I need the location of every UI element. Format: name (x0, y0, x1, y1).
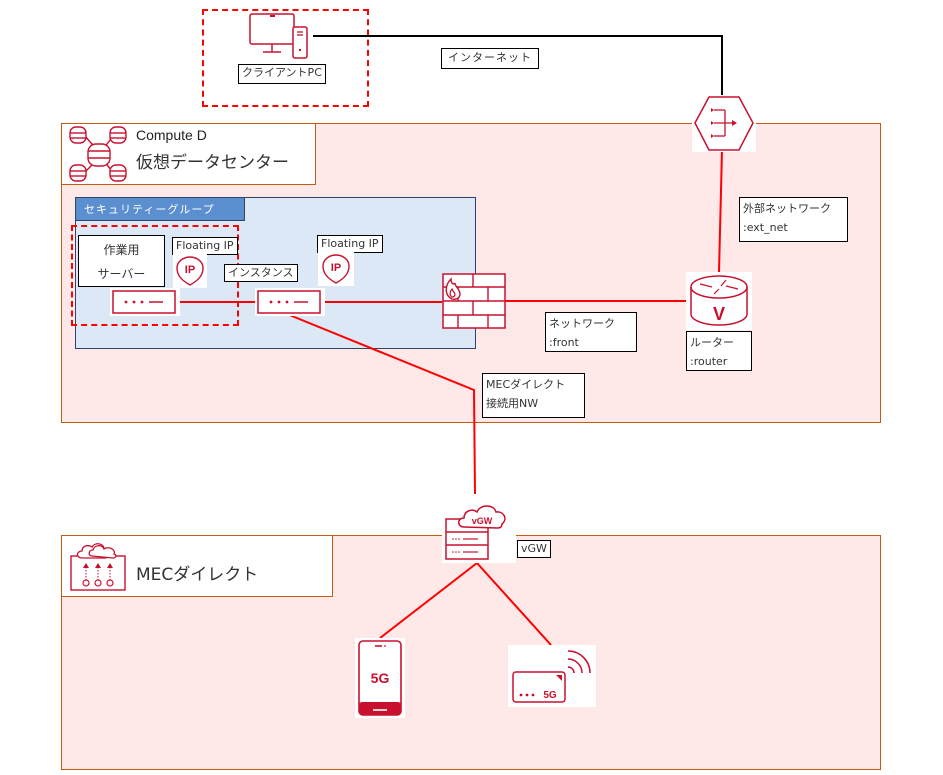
instance-floating-ip-icon[interactable]: IP (318, 252, 354, 286)
svg-text:5G: 5G (543, 690, 557, 701)
vgw-label: vGW (517, 540, 551, 558)
work-server-floating-ip-icon[interactable]: IP (173, 254, 207, 288)
instance-floating-ip-label: Floating IP (317, 235, 383, 253)
work-server-line2: サーバー (97, 267, 146, 281)
db-top-left (69, 126, 87, 144)
mec-connect-line (286, 313, 476, 495)
router-icon[interactable]: V (686, 272, 752, 330)
internet-label: インターネット (441, 48, 539, 69)
router-label: ルーター :router (686, 331, 752, 371)
svg-text:IP: IP (185, 264, 195, 276)
firewall-icon[interactable] (442, 273, 506, 330)
instance-icon[interactable] (255, 288, 325, 316)
db-bottom-left (69, 164, 87, 182)
ext-net-line (718, 149, 723, 273)
front-network-id: :front (549, 336, 579, 349)
front-network-label: ネットワーク :front (545, 312, 637, 352)
mec-network-label: MECダイレクト 接続用NW (482, 373, 585, 418)
datacenter-icon (66, 125, 132, 183)
compute-zone-title-en: Compute D (136, 127, 207, 143)
work-server-icon[interactable] (110, 288, 180, 316)
5g-smartphone-icon[interactable]: 5G (355, 638, 405, 718)
work-server-label: 作業用 サーバー (78, 235, 165, 287)
svg-text:IP: IP (331, 262, 341, 274)
mec-network-purpose: 接続用NW (486, 397, 539, 410)
instance-label: インスタンス (224, 264, 298, 282)
compute-zone-title-ja: 仮想データセンター (136, 153, 289, 173)
db-center (87, 143, 111, 167)
mec-network-name: MECダイレクト (486, 378, 566, 391)
svg-text:V: V (713, 304, 725, 324)
vgw-phone-line (379, 562, 478, 639)
vgw-router-line (476, 562, 552, 646)
client-pc-label: クライアントPC (238, 64, 326, 84)
mec-direct-icon (66, 540, 130, 592)
work-server-floating-ip-label: Floating IP (172, 237, 238, 255)
ext-network-id: :ext_net (743, 221, 788, 234)
5g-router-icon[interactable]: 5G (508, 645, 596, 707)
db-top-right (109, 126, 127, 144)
ext-network-label: 外部ネットワーク :ext_net (739, 197, 848, 242)
mec-zone-title: MECダイレクト (136, 565, 259, 585)
client-pc-group (202, 9, 369, 107)
internet-line (313, 35, 723, 95)
client-pc-icon (248, 12, 312, 62)
internet-gateway-icon[interactable] (692, 95, 756, 152)
work-server-line1: 作業用 (103, 243, 140, 257)
svg-text:vGW: vGW (472, 516, 493, 526)
svg-text:5G: 5G (371, 670, 390, 686)
router-name: ルーター (690, 336, 734, 349)
db-bottom-right (109, 164, 127, 182)
ext-network-name: 外部ネットワーク (743, 202, 831, 215)
security-group-label: セキュリティーグループ (75, 197, 245, 221)
front-network-name: ネットワーク (549, 317, 615, 330)
vgw-icon[interactable]: vGW (442, 499, 516, 563)
router-id: :router (690, 355, 728, 368)
